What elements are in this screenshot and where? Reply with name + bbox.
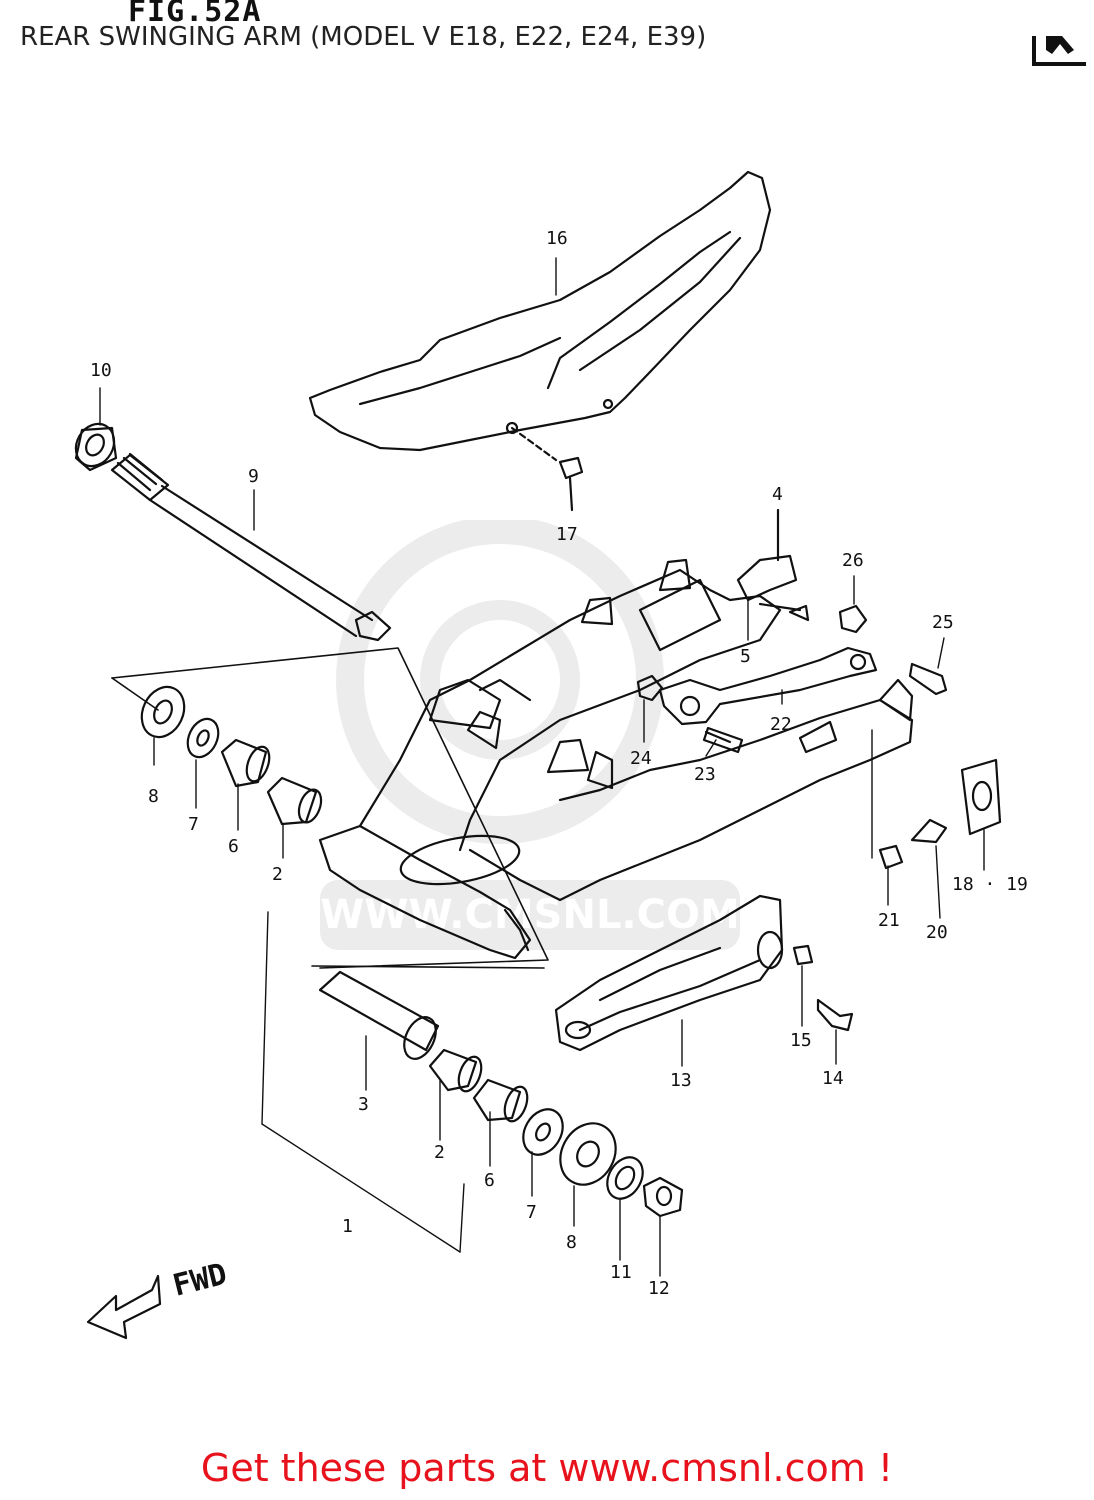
part-label-22: 22	[770, 714, 792, 735]
part-label-26: 26	[842, 550, 864, 571]
part-label-13: 13	[670, 1070, 692, 1091]
pivot-shaft-part	[110, 452, 392, 642]
part-label-12: 12	[648, 1278, 670, 1299]
left-bushing-stack	[140, 685, 323, 826]
part-label-4: 4	[772, 484, 783, 505]
part-label-8-left: 8	[148, 786, 159, 807]
figure-label: FIG.52A	[128, 0, 262, 29]
screw-17-part	[510, 426, 584, 512]
torque-link-part	[658, 646, 878, 726]
direction-label: FWD	[169, 1257, 230, 1304]
part-label-24: 24	[630, 748, 652, 769]
part-label-9: 9	[248, 466, 259, 487]
part-label-25: 25	[932, 612, 954, 633]
part-label-7-left: 7	[188, 814, 199, 835]
part-label-20: 20	[926, 922, 948, 943]
part-label-5: 5	[740, 646, 751, 667]
part-label-2-right: 2	[434, 1142, 445, 1163]
footer-link-text[interactable]: Get these parts at www.cmsnl.com !	[200, 1446, 894, 1490]
pivot-nut-part	[74, 422, 118, 472]
forward-arrow-icon	[86, 1274, 162, 1340]
part-label-10: 10	[90, 360, 112, 381]
part-label-23: 23	[694, 764, 716, 785]
part-label-6-right: 6	[484, 1170, 495, 1191]
part-label-16: 16	[546, 228, 568, 249]
part-label-18-19: 18 · 19	[952, 874, 1028, 895]
part-label-6-left: 6	[228, 836, 239, 857]
part-label-17: 17	[556, 524, 578, 545]
part-label-3: 3	[358, 1094, 369, 1115]
corner-mark-icon	[1032, 36, 1086, 66]
part-label-8-right: 8	[566, 1232, 577, 1253]
watermark-logo: WWW.CMSNL.COM	[320, 520, 740, 950]
watermark-text: WWW.CMSNL.COM	[320, 892, 740, 938]
part-label-14: 14	[822, 1068, 844, 1089]
part-label-7-right: 7	[526, 1202, 537, 1223]
swingarm-body-part	[318, 558, 914, 960]
right-bushing-stack	[428, 1048, 684, 1218]
spacer-3-part	[318, 970, 440, 1060]
chain-cover-part	[308, 170, 772, 452]
part-label-15: 15	[790, 1030, 812, 1051]
part-label-1: 1	[342, 1216, 353, 1237]
part-label-21: 21	[878, 910, 900, 931]
part-label-11: 11	[610, 1262, 632, 1283]
page-title: REAR SWINGING ARM (MODEL V E18, E22, E24…	[20, 22, 707, 52]
part-label-2-left: 2	[272, 864, 283, 885]
chain-guide-part	[554, 894, 784, 1052]
